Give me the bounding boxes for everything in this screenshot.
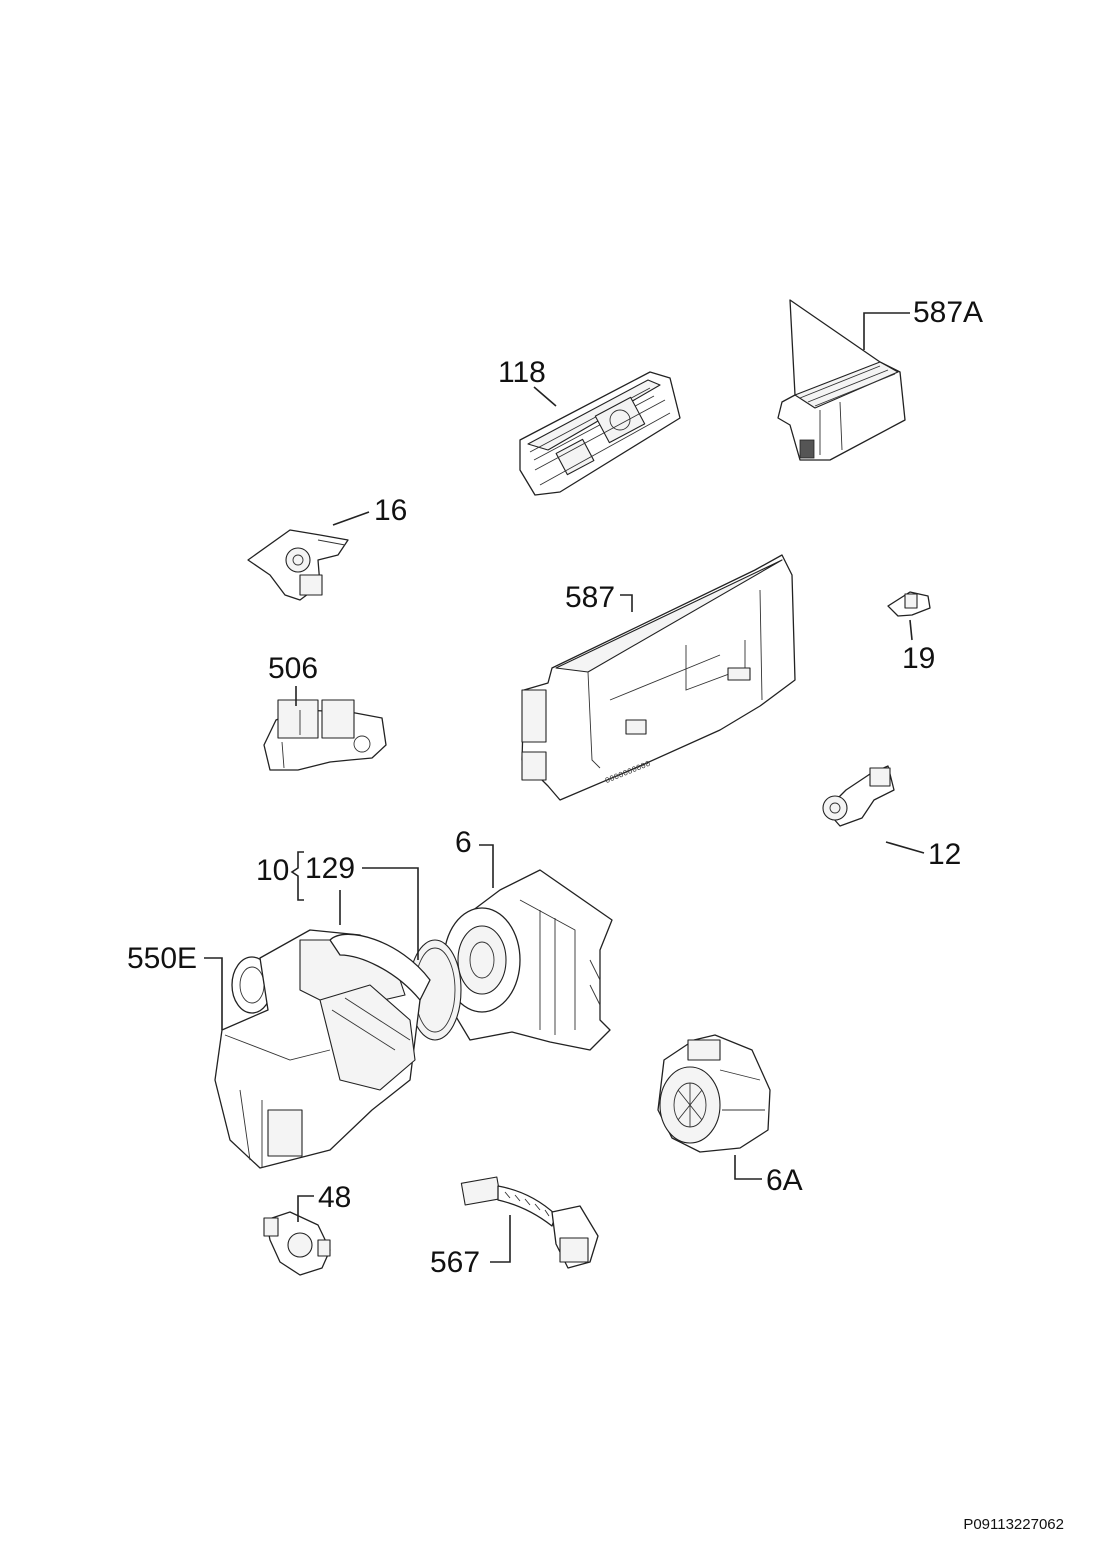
leader-567: [490, 1215, 511, 1263]
leader-48: [297, 1195, 314, 1222]
label-6: 6: [455, 826, 472, 859]
part-6: [443, 869, 613, 1051]
part-16: [247, 529, 349, 601]
label-567: 567: [430, 1246, 480, 1279]
leader-10-brace: [290, 851, 304, 901]
part-567: [460, 1176, 599, 1269]
leader-129: [362, 867, 419, 960]
part-12: [822, 765, 895, 827]
leader-587A: [863, 312, 910, 350]
label-10: 10: [256, 854, 289, 887]
leader-118: [533, 386, 557, 407]
label-587: 587: [565, 581, 615, 614]
leader-587: [620, 594, 633, 612]
label-506: 506: [268, 652, 318, 685]
label-550E: 550E: [127, 942, 197, 975]
leader-6: [479, 844, 494, 888]
part-587: 0000000000: [521, 554, 796, 801]
leader-16: [332, 511, 370, 526]
part-48: [263, 1211, 331, 1276]
label-6A: 6A: [766, 1164, 803, 1197]
label-129: 129: [305, 852, 355, 885]
part-118: [519, 371, 681, 496]
label-587A: 587A: [913, 296, 983, 329]
leader-6A: [734, 1155, 762, 1180]
label-12: 12: [928, 838, 961, 871]
part-6A: [657, 1034, 771, 1153]
document-id: P09113227062: [963, 1516, 1064, 1533]
part-19: [887, 591, 931, 617]
part-550E: [214, 929, 431, 1169]
label-48: 48: [318, 1181, 351, 1214]
label-19: 19: [902, 642, 935, 675]
label-118: 118: [498, 356, 546, 389]
part-587A: [777, 299, 906, 461]
leader-12: [885, 841, 925, 854]
label-16: 16: [374, 494, 407, 527]
leader-19: [909, 619, 913, 641]
leader-550E: [204, 957, 223, 1030]
part-506: [263, 699, 387, 771]
